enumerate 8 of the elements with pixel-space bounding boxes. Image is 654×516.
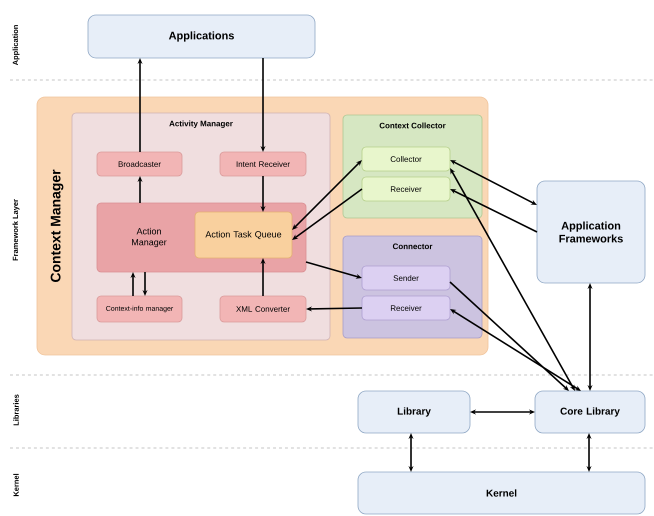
queue-box: Action Task Queue	[194, 212, 292, 258]
layer-box: Application Frameworks	[536, 180, 646, 284]
layer-box: Applications	[88, 14, 316, 58]
layer-box: Kernel	[358, 472, 646, 514]
layer-box: Library	[358, 390, 470, 434]
layer-box: Core Library	[534, 390, 646, 434]
arrow	[449, 281, 569, 391]
arrow	[292, 160, 362, 230]
